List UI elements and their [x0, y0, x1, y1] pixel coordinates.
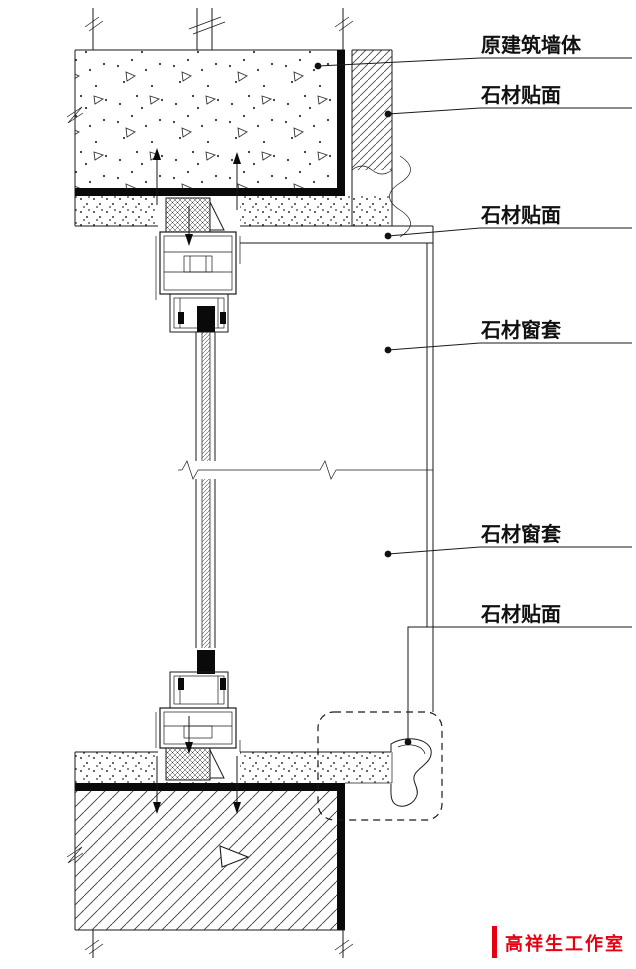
annotation-label: 石材贴面 — [480, 203, 561, 227]
detail-callout-outline — [317, 711, 443, 821]
annotation-stone-veneer-sill: 石材贴面 — [404, 602, 632, 746]
leader-dot — [384, 232, 392, 240]
stone-window-casing-lines — [238, 226, 434, 712]
window-head-frame — [153, 148, 241, 333]
watermark-text: 高祥生工作室 — [505, 933, 625, 955]
leader-dot — [404, 738, 412, 746]
annotation-label: 石材窗套 — [480, 318, 561, 342]
sill-black-band — [75, 783, 345, 791]
watermark: 高祥生工作室 — [492, 926, 625, 958]
annotation-leaders: 原建筑墙体 石材贴面 石材贴面 石材窗套 石材窗套 石材贴面 — [314, 33, 632, 746]
head-black-lintel-band — [75, 188, 345, 196]
annotation-label: 石材窗套 — [480, 522, 561, 546]
watermark-bar — [492, 926, 497, 958]
continuation-break-marks — [66, 8, 354, 958]
stone-sill-callout — [317, 711, 443, 821]
masonry-triangle-symbol — [219, 845, 250, 868]
glazing-top-seal — [197, 306, 215, 332]
leader-dot — [384, 110, 392, 118]
annotation-label: 石材贴面 — [480, 602, 561, 626]
leader-dot — [314, 62, 322, 70]
head-sealant-wedge — [209, 201, 225, 231]
stone-sill-ogee-profile — [390, 738, 432, 807]
leader-dot — [384, 346, 392, 354]
leader-dot — [384, 550, 392, 558]
annotation-stone-veneer-top: 石材贴面 — [384, 83, 632, 118]
sill-right-black-band — [337, 783, 345, 930]
annotation-label: 原建筑墙体 — [481, 33, 582, 57]
stone-break-wavy-edge — [351, 165, 393, 175]
bottom-wall-section — [74, 751, 393, 931]
annotation-original-wall: 原建筑墙体 — [314, 33, 632, 70]
sill-sealant-wedge — [209, 749, 225, 779]
annotation-stone-veneer-head: 石材贴面 — [384, 203, 632, 240]
wall-right-black-band — [337, 50, 345, 196]
sill-insulation-block — [165, 747, 211, 781]
annotation-label: 石材贴面 — [480, 83, 561, 107]
stone-veneer-strip — [351, 49, 411, 238]
stone-break-squiggle — [389, 155, 411, 238]
annotation-stone-casing-upper: 石材窗套 — [384, 318, 632, 354]
top-wall-section — [74, 49, 345, 226]
sill-anchor-bolts — [153, 716, 241, 814]
head-anchor-bolts — [153, 148, 241, 246]
window-sill-frame — [153, 648, 241, 814]
head-insulation-block — [165, 197, 211, 233]
annotation-stone-casing-lower: 石材窗套 — [384, 522, 632, 558]
glazing-unit — [195, 326, 216, 674]
glazing-bottom-seal — [197, 650, 215, 674]
section-break-line — [178, 460, 433, 480]
